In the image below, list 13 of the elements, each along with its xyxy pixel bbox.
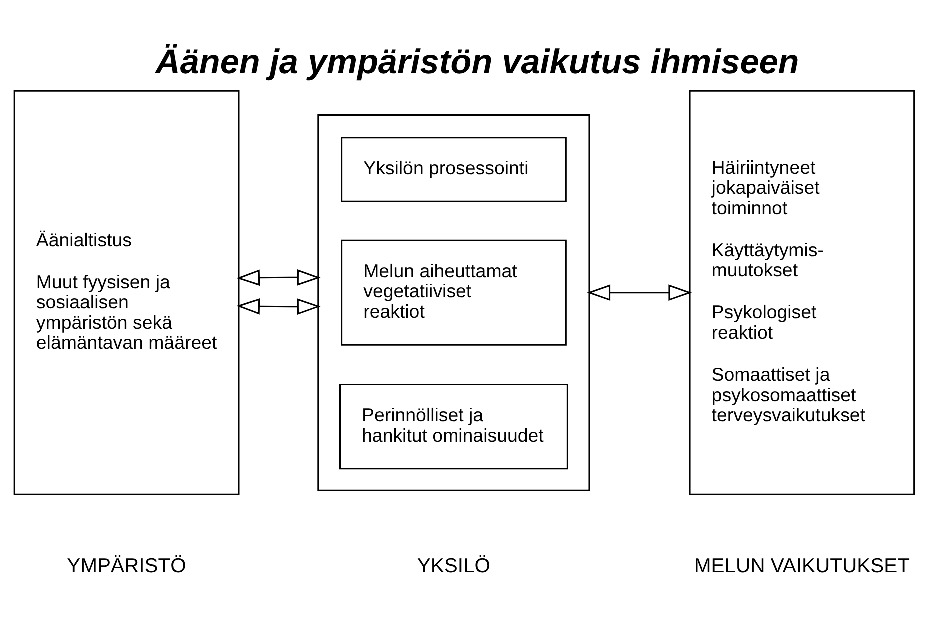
node-box: Perinnölliset ja hankitut ominaisuudet <box>339 384 568 470</box>
label: YKSILÖ <box>417 555 491 578</box>
arrow <box>236 269 321 286</box>
node-box: Yksilön prosessointi <box>341 137 567 202</box>
label: MELUN VAIKUTUKSET <box>694 555 910 578</box>
node-box: Melun aiheuttamat vegetatiiviset reaktiot <box>341 240 567 346</box>
cluster <box>318 114 590 492</box>
diagram-title: Äänen ja ympäristön vaikutus ihmiseen <box>156 43 800 82</box>
arrow <box>236 298 321 316</box>
node-box: Häiriintyneet jokapaiväiset toiminnot Käyttäytymis- muutokset Psykologiset reaktiot Somaattiset ja psykosomaattiset terveysvaikutukset <box>689 90 916 496</box>
node-box: Äänialtistus Muut fyysisen ja sosiaalisen ympäristön sekä elämäntavan määreet <box>14 90 240 496</box>
arrow <box>587 284 692 302</box>
label: YMPÄRISTÖ <box>67 555 186 578</box>
